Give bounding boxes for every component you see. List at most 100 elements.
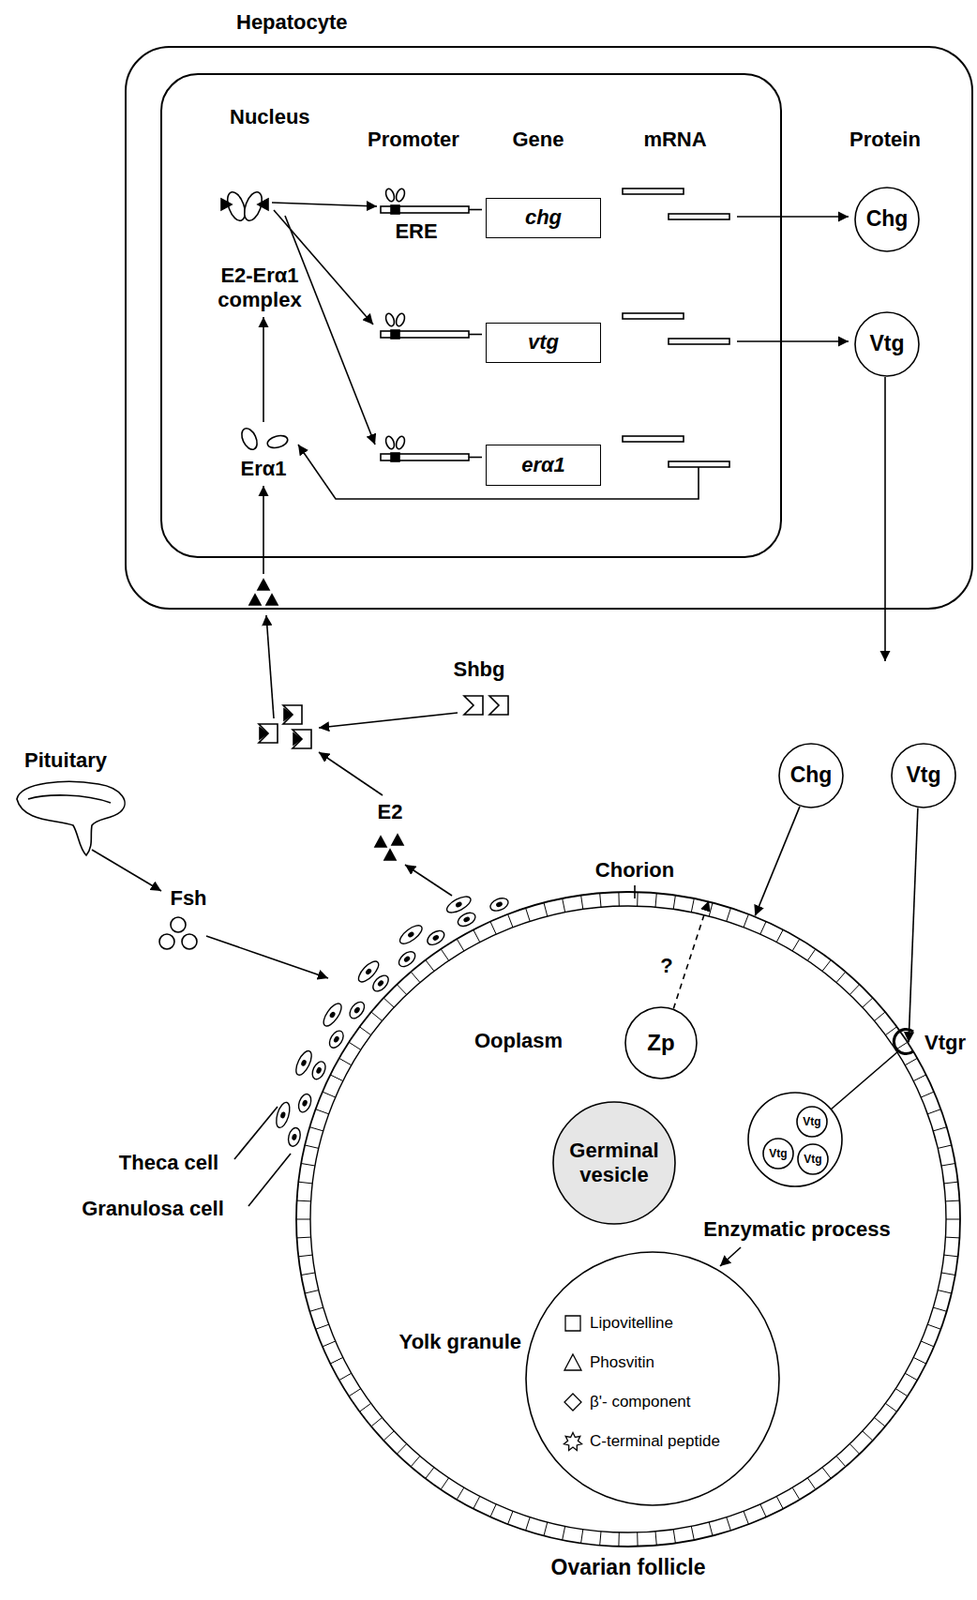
protein-circle: Chg [854, 186, 920, 253]
vtg-receptor [893, 1029, 914, 1054]
legend-text: Phosvitin [589, 1352, 655, 1372]
chorion-tick [822, 1467, 831, 1479]
chorion-tick [410, 1455, 421, 1466]
cell-nucleus [279, 1111, 286, 1119]
arrow-line [736, 340, 849, 343]
e2-triangle [293, 733, 301, 745]
leader-line [248, 1153, 291, 1206]
cell-nucleus [329, 1010, 337, 1020]
chorion-tick [410, 971, 421, 982]
circle-border [855, 312, 919, 376]
chorion-tick [873, 1416, 886, 1427]
chorion-tick [396, 1443, 406, 1455]
label-text: Chorion [595, 857, 675, 883]
chorion-tick [322, 1340, 336, 1347]
e2-triangle [384, 849, 396, 860]
cell-nucleus [376, 978, 385, 988]
chorion-tick [371, 1011, 383, 1022]
zp-circle: Zp [624, 1006, 698, 1080]
chorion-tick [440, 1477, 450, 1489]
legend-row: C-terminal peptide [562, 1421, 721, 1461]
arrow-line [285, 215, 376, 445]
granulosa-cell [286, 1126, 302, 1147]
gene-box: chg [485, 197, 602, 239]
chorion-tick [581, 895, 584, 910]
protein-circle: Chg [778, 742, 844, 809]
flow-arrow [754, 806, 800, 917]
chorion-tick [726, 907, 732, 921]
chorion-tick [913, 1074, 927, 1082]
granulosa-cell [309, 1059, 329, 1082]
chorion-tick [396, 984, 406, 995]
arrow-line [318, 712, 458, 728]
chorion-tick [600, 892, 602, 907]
chorion-tick [490, 1503, 497, 1518]
cell-nucleus [406, 930, 416, 938]
circle-border [855, 187, 919, 252]
chorion-tick [298, 1181, 313, 1184]
label-holder: Nucleus [229, 105, 311, 130]
chorion-tick [743, 914, 749, 928]
flow-arrow [908, 808, 918, 1043]
chorion-tick [743, 1510, 749, 1524]
protein-name: Chg [790, 762, 833, 789]
arrow-line [271, 202, 377, 207]
chorion-tick [873, 1011, 886, 1022]
vtg-particle: Vtg [796, 1105, 828, 1138]
protein-name: Zp [646, 1029, 675, 1057]
chorion-tick [304, 1290, 319, 1293]
arrow-line [318, 751, 383, 796]
e2-triangle [257, 198, 269, 211]
chorion-tick [330, 1356, 344, 1364]
pituitary-fold [28, 795, 111, 803]
chorion-tick [600, 1531, 602, 1546]
chorion-tick [636, 891, 638, 906]
mrna-strand [668, 338, 730, 345]
shbg-complex [283, 705, 302, 724]
chorion-tick [691, 1525, 694, 1540]
chorion-tick [885, 1026, 897, 1036]
granulosa-cell [346, 999, 368, 1022]
protein-circle: Vtg [854, 311, 920, 377]
granulosa-cell [455, 909, 478, 929]
chorion-tick [617, 891, 619, 906]
label-text: Protein [849, 127, 921, 152]
chorion-tick [760, 1503, 767, 1518]
gene-link [468, 333, 482, 336]
shbg-complex [258, 723, 278, 743]
chorion-tick [371, 1416, 383, 1427]
label-holder: Protein [849, 127, 921, 152]
granulosa-cell [488, 895, 511, 914]
protein-name: Vtg [803, 1152, 822, 1166]
chorion-tick [941, 1163, 956, 1167]
mrna-strand [622, 435, 684, 442]
chorion-tick [562, 898, 566, 913]
receptor-shape [266, 433, 289, 450]
chorion-tick [473, 1495, 481, 1508]
arrow-line [206, 935, 329, 978]
legend-text: Lipovitelline [589, 1313, 674, 1333]
chorion-tick [617, 1532, 619, 1547]
cell-nucleus [301, 1098, 309, 1107]
chorion-tick [708, 902, 713, 917]
legend-row: Phosvitin [562, 1342, 721, 1383]
promoter-bar [380, 330, 469, 338]
circle-border [553, 1101, 676, 1224]
receptor-shape [239, 425, 261, 452]
bound-receptor [394, 312, 406, 328]
fsh-molecule [170, 916, 186, 932]
arrow-line [720, 1247, 741, 1266]
chorion-tick [945, 1200, 960, 1203]
circle-border [763, 1138, 794, 1169]
legend-symbol [562, 1312, 584, 1334]
legend-row: Lipovitelline [562, 1303, 721, 1343]
chorion-tick [360, 1026, 372, 1036]
germinal-vesicle: Germinal vesicle [552, 1100, 677, 1225]
ere-box [390, 452, 400, 462]
label-holder: Fsh [169, 886, 207, 911]
chorion-tick [836, 971, 846, 982]
chorion-tick [543, 902, 548, 917]
ere-box [390, 330, 400, 339]
chorion-tick [895, 1041, 908, 1050]
chorion-tick [836, 1455, 846, 1466]
